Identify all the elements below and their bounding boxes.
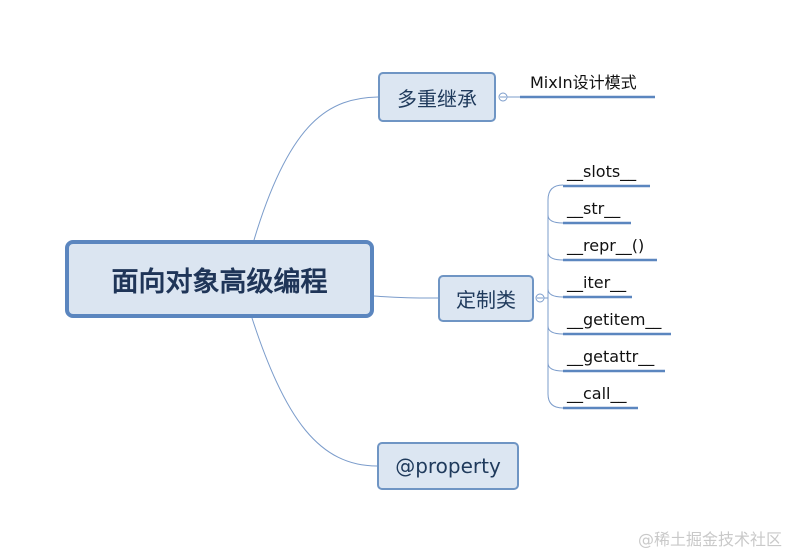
leaf-str[interactable]: __str__: [567, 199, 621, 218]
leaf-call[interactable]: __call__: [567, 384, 627, 403]
leaf-mixin[interactable]: MixIn设计模式: [530, 73, 637, 92]
connector-leaf-repr: [547, 251, 564, 261]
connector-root-custom: [373, 295, 439, 299]
branch-custom-class[interactable]: 定制类: [438, 275, 534, 322]
leaf-slots[interactable]: __slots__: [567, 162, 637, 181]
root-topic[interactable]: 面向对象高级编程: [65, 240, 374, 318]
leaf-repr[interactable]: __repr__(): [567, 236, 645, 255]
connector-leaf-getitem: [547, 325, 564, 335]
leaf-iter[interactable]: __iter__: [567, 273, 627, 292]
leaf-getattr[interactable]: __getattr__: [567, 347, 655, 366]
connector-root-property: [251, 317, 378, 467]
connector-leaf-str: [547, 214, 564, 224]
branch-property[interactable]: @property: [377, 442, 519, 490]
connector-root-multi: [253, 96, 379, 241]
watermark-text: @稀土掘金技术社区: [637, 530, 782, 549]
connector-leaf-getattr: [547, 362, 564, 372]
leaf-getitem[interactable]: __getitem__: [567, 310, 662, 329]
branch-multiple-inheritance[interactable]: 多重继承: [378, 72, 496, 122]
connector-custom-spine: [547, 184, 564, 409]
connector-leaf-iter: [547, 288, 564, 298]
